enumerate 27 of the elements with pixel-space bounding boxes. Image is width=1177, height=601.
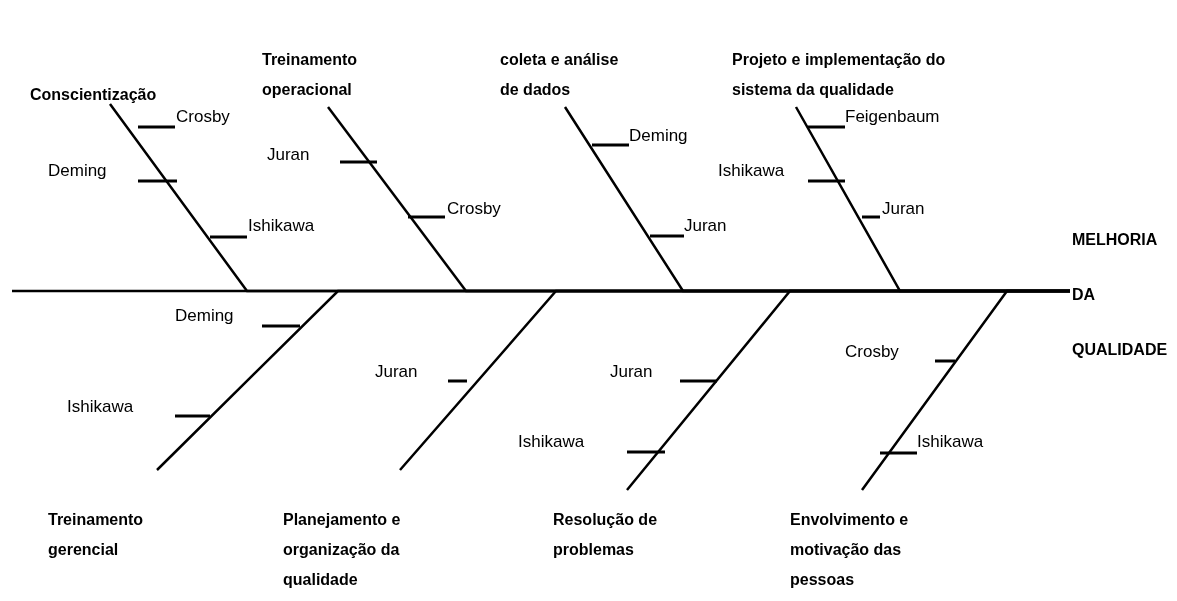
cause-category-label: Envolvimento e motivação das pessoas bbox=[790, 505, 955, 595]
sub-cause-label: Feigenbaum bbox=[845, 107, 940, 127]
effect-label: MELHORIA DA QUALIDADE bbox=[1072, 212, 1176, 377]
sub-cause-label: Ishikawa bbox=[67, 397, 134, 417]
sub-cause-label: Deming bbox=[48, 161, 107, 181]
sub-cause-label: Ishikawa bbox=[248, 216, 315, 236]
sub-cause-label: Juran bbox=[267, 145, 310, 165]
cause-category-label: Resolução de problemas bbox=[553, 505, 713, 565]
cause-category-label: Planejamento e organização da qualidade bbox=[283, 505, 463, 595]
cause-category-label: coleta e análise de dados bbox=[500, 45, 635, 105]
sub-cause-label: Crosby bbox=[447, 199, 501, 219]
cause-category-label: Treinamento operacional bbox=[262, 45, 382, 105]
cause-category-label: Projeto e implementação do sistema da qualidade bbox=[732, 45, 994, 105]
sub-cause-label: Deming bbox=[175, 306, 234, 326]
sub-cause-label: Juran bbox=[882, 199, 925, 219]
sub-cause-label: Juran bbox=[610, 362, 653, 382]
cause-category-label: Conscientização bbox=[30, 80, 230, 110]
sub-cause-label: Juran bbox=[684, 216, 727, 236]
sub-cause-label: Deming bbox=[629, 126, 688, 146]
sub-cause-label: Ishikawa bbox=[518, 432, 585, 452]
sub-cause-label: Ishikawa bbox=[917, 432, 984, 452]
sub-cause-label: Ishikawa bbox=[718, 161, 785, 181]
sub-cause-label: Juran bbox=[375, 362, 418, 382]
sub-cause-label: Crosby bbox=[176, 107, 230, 127]
bone-line bbox=[12, 289, 1070, 293]
cause-category-label: Treinamento gerencial bbox=[48, 505, 168, 565]
sub-cause-label: Crosby bbox=[845, 342, 899, 362]
